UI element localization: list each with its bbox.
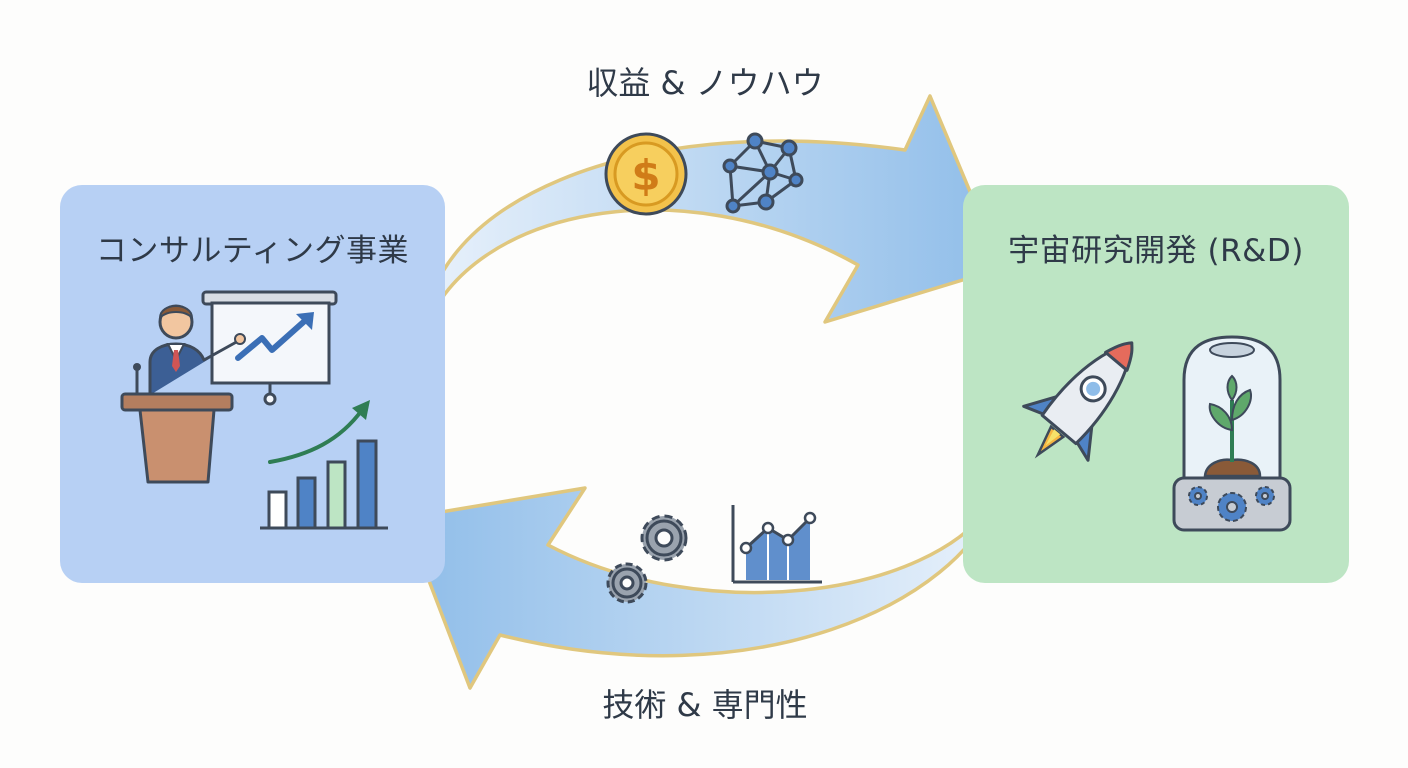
network-icon: [722, 132, 804, 214]
dollar-coin-icon: $: [604, 132, 688, 216]
bottom-flow-arrow: [403, 486, 997, 690]
podium-icon: [120, 392, 234, 484]
presenter-icon: [133, 304, 246, 396]
gears-icon: [606, 514, 688, 604]
presentation-board-icon: [201, 290, 338, 406]
bottom-flow-label: 技術 & 専門性: [602, 686, 808, 724]
line-area-chart-icon: [731, 505, 822, 584]
consulting-title: コンサルティング事業: [95, 233, 410, 269]
growth-bar-chart-icon: [260, 400, 388, 530]
rocket-icon: [1022, 341, 1134, 462]
top-flow-label: 収益 & ノウハウ: [586, 64, 824, 102]
rnd-title: 宇宙研究開発 (R&D): [1008, 233, 1304, 269]
plant-terrarium-icon: [1172, 335, 1292, 532]
svg-text:$: $: [631, 151, 660, 200]
top-flow-arrow: [423, 94, 1004, 332]
